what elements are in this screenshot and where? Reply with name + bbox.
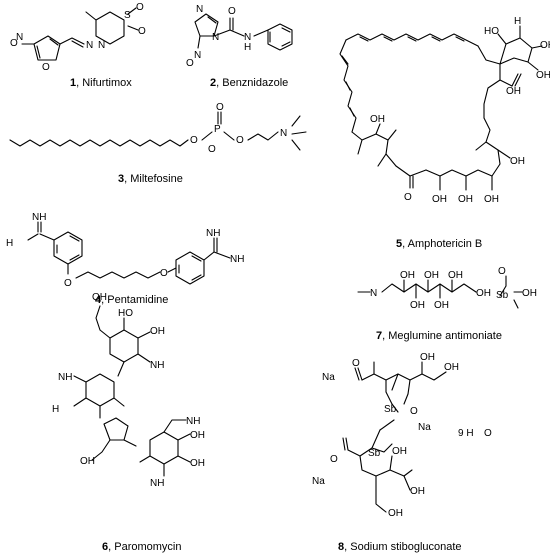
caption-meglumine-antimoniate: 7, Meglumine antimoniate [376,330,502,342]
azo-n-label: N [86,40,93,51]
nitro-n-label: N [16,32,23,43]
antimony-label: Sb [496,290,509,301]
paro-oh1-label: OH [92,292,107,303]
stib-oh2-label: OH [444,362,459,373]
stib-oh4-label: OH [410,486,425,497]
ring-n-label: N [98,40,105,51]
stib-oh1-label: OH [420,352,435,363]
sodium1-label: Na [322,372,335,383]
caption-paromomycin: 6, Paromomycin [102,541,182,553]
pentamidine-structure [27,221,231,285]
caption-pentamidine: 4, Pentamidine [95,294,169,306]
amph-oh1-label: OH [370,114,385,125]
phosphate-o-label: O [216,102,224,113]
left-nh-label: NH [32,212,46,223]
caption-nifurtimox: 1, Nifurtimox [70,77,132,89]
right-ether-o-label: O [160,268,168,279]
furan-o-label: O [42,62,50,73]
amino-label: H [514,16,521,27]
antimoniate-o-label: O [498,266,506,277]
caption-sodium-stibogluconate: 8, Sodium stibogluconate [338,541,462,553]
sodium3-label: Na [312,476,325,487]
phosphorus-label: P [214,124,221,135]
left-ether-o-label: O [64,278,72,289]
stib-o3-label: O [330,454,338,465]
ester-o2-label: O [236,135,244,146]
meg-oh4-label: OH [434,300,449,311]
amide-h-label: H [244,42,251,53]
meg-oh1-label: OH [400,270,415,281]
caption-amphotericin-b: 5, Amphotericin B [396,238,483,250]
sulfur-label: S [124,10,131,21]
antimoniate-oh-label: OH [522,288,537,299]
stib-o2-label: O [410,406,418,417]
lactone-o-label: O [404,192,412,203]
caption-miltefosine: 3, Miltefosine [118,173,183,185]
paro-oh2-label: OH [150,326,165,337]
amph-oh5-label: OH [510,156,525,167]
antimony2-label: Sb [368,448,381,459]
amphotericin-b-structure [339,25,543,191]
paro-oh3-label: OH [190,430,205,441]
paromomycin-structure [73,305,191,477]
sugar-ho-label: HO [484,26,499,37]
right-nh-label: NH [206,228,220,239]
meg-oh6-label: OH [476,288,491,299]
left-nh2-label: H [6,238,13,249]
sugar-oh2-label: OH [536,70,550,81]
meg-oh5-label: OH [448,270,463,281]
stib-oh5-label: OH [388,508,403,519]
benznidazole-structure [194,13,293,51]
amide-n-label: N [244,32,251,43]
amph-oh2-label: OH [432,194,447,205]
nifurtimox-structure [21,7,139,61]
meg-oh2-label: OH [410,300,425,311]
phosphate-o2-label: O [208,144,216,155]
paro-ho-label: HO [118,308,133,319]
paro-nh2c-label: NH [186,416,200,427]
paro-oh4-label: OH [190,458,205,469]
amph-oh3-label: OH [458,194,473,205]
water-o-label: O [484,428,492,439]
miltefosine-structure [9,111,307,151]
sodium-stibogluconate-structure [342,361,447,513]
imidazole-n-label: N [196,4,203,15]
meg-oh3-label: OH [424,270,439,281]
meglumine-n-label: N [370,288,377,299]
nitro-o-label: O [10,38,18,49]
sulfone-o1-label: O [136,2,144,13]
sulfone-o2-label: O [138,26,146,37]
acid-oh-label: OH [506,86,521,97]
sugar-oh1-label: OH [540,40,550,51]
ester-o1-label: O [190,135,198,146]
nitro2-n-label: N [194,50,201,61]
right-nh2-label: NH [230,254,244,265]
antimony1-label: Sb [384,404,397,415]
stib-oh3-label: OH [392,446,407,457]
caption-benznidazole: 2, Benznidazole [210,77,289,89]
paro-nh2b-label: NH [58,372,72,383]
paro-nh2d-label: NH [150,478,164,489]
nitro2-o-label: O [186,58,194,69]
paro-h2n-label: H [52,404,59,415]
meglumine-antimoniate-structure [357,275,523,309]
paro-oh5-label: OH [80,456,95,467]
ammonium-n-label: N [280,128,287,139]
imidazole-n2-label: N [212,32,219,43]
water-label: 9 H [458,428,474,439]
amide-o-label: O [228,6,236,17]
paro-nh2-label: NH [150,360,164,371]
stib-o1-label: O [352,358,360,369]
sodium2-label: Na [418,422,431,433]
amph-oh4-label: OH [484,194,499,205]
